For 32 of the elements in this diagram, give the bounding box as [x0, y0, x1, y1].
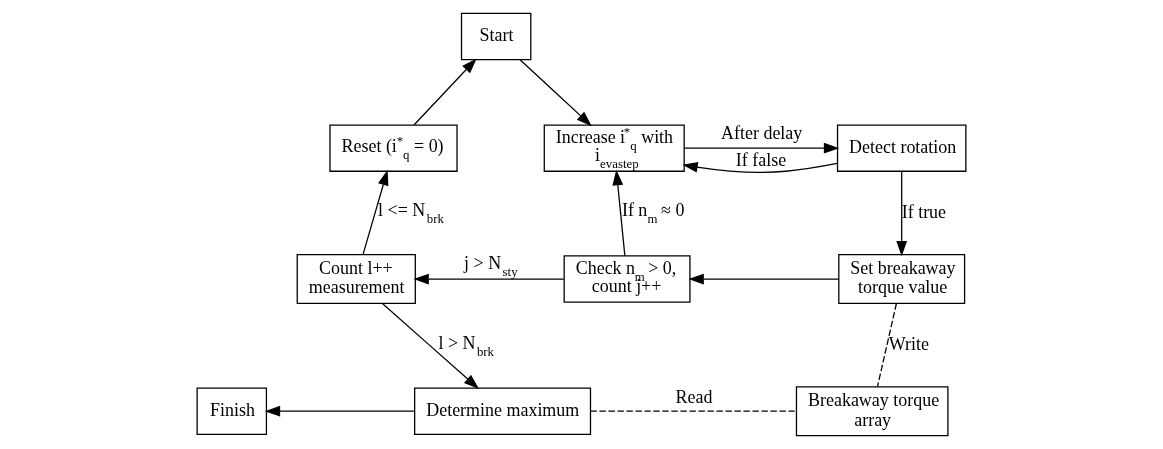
arrow	[413, 58, 477, 126]
arrow	[612, 169, 626, 257]
arrow	[688, 273, 840, 285]
node-box: Set breakaway torque value	[838, 254, 966, 305]
node-box: Determine maximum	[414, 387, 592, 435]
edge-label: If true	[901, 201, 947, 222]
arrow	[381, 302, 480, 390]
arrow	[264, 405, 416, 417]
edge-label: If n$_{m}$ ≈ 0	[621, 200, 685, 227]
edge-label: After delay	[721, 123, 803, 144]
node-box: Check n$_{m}$ > 0, count j++	[563, 255, 691, 303]
arrow	[362, 169, 389, 255]
edge-label: l > N$_{brk}$	[438, 332, 495, 359]
edge-label: l <= N$_{brk}$	[378, 200, 444, 227]
arrow	[683, 142, 840, 154]
node-box: Breakaway torque array	[795, 386, 949, 437]
node-box: Detect rotation	[836, 124, 967, 172]
connector	[590, 410, 797, 412]
node-box: Count l++ measurement	[296, 254, 416, 305]
connector	[876, 302, 898, 388]
edge-label: j > N$_{sty}$	[464, 253, 518, 280]
edge-label: Read	[675, 386, 713, 407]
node-box: Increase i$^{*}$$_{q}$ with i$_{evastep}$	[543, 124, 685, 172]
arrow	[896, 171, 908, 257]
arrow	[519, 59, 592, 127]
edge-label: If false	[735, 150, 787, 171]
arrow	[682, 161, 838, 174]
node-box: Start	[460, 12, 532, 61]
edge-label: Write	[888, 333, 930, 354]
node-box: Reset (i$^{*}$$_{q}$ = 0)	[329, 124, 458, 172]
node-box: Finish	[196, 387, 268, 435]
arrow	[413, 273, 565, 285]
